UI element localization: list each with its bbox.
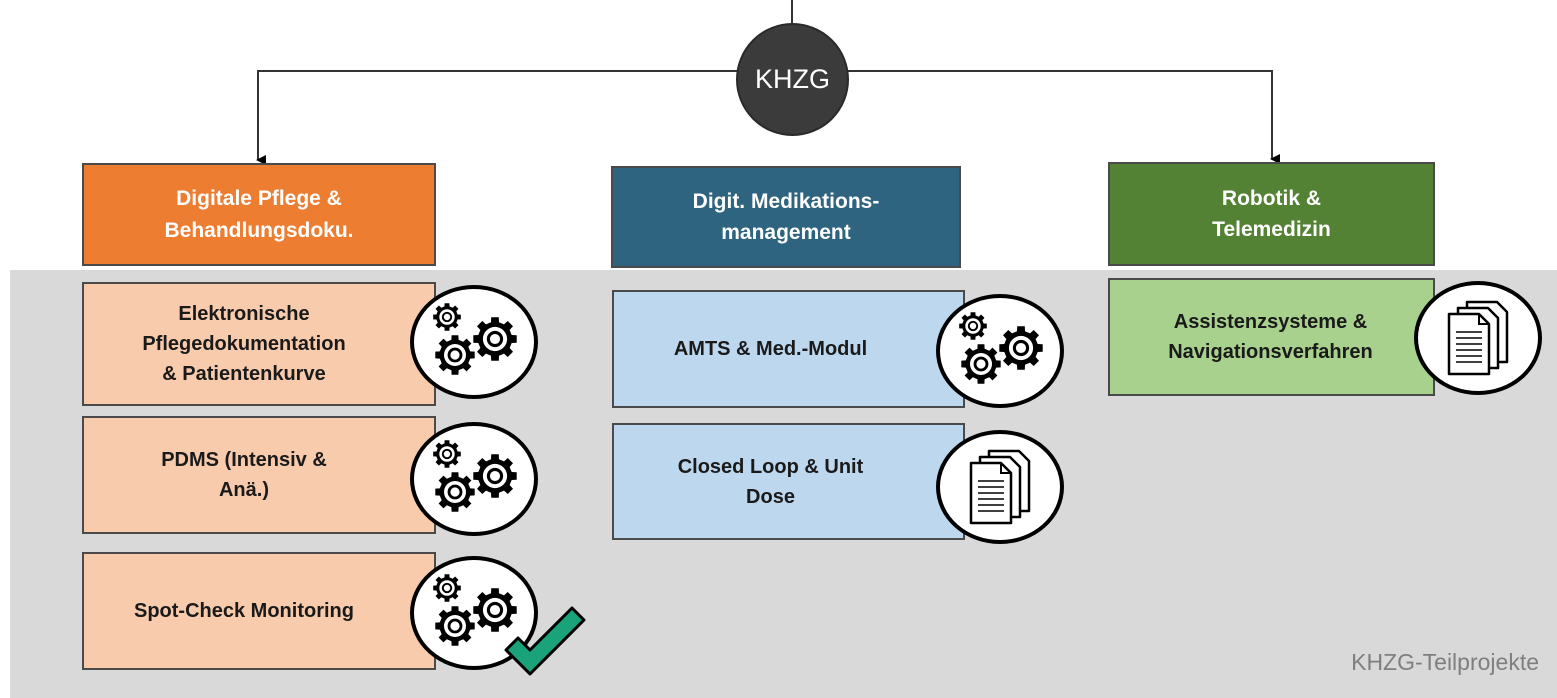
subproject-pdms-line-1: PDMS (Intensiv & — [161, 449, 327, 471]
subproject-closed-line-2: Dose — [746, 485, 795, 508]
gear-shape — [433, 574, 461, 602]
subproject-elek-line-2: Pflegedokumentation — [142, 333, 346, 355]
subproject-pdms-line-2: Anä.) — [218, 479, 269, 501]
subproject-closed-loop-unit-dose: Closed Loop & Unit Dose — [612, 423, 965, 540]
category-robotik-line-1: Robotik & — [1221, 186, 1322, 210]
subproject-spot-check-monitoring: Spot-Check Monitoring — [82, 552, 436, 670]
gear-shape — [473, 454, 517, 498]
category-pflege-line-2: Behandlungsdoku. — [164, 218, 354, 242]
subproject-spot-line-1: Spot-Check Monitoring — [134, 600, 354, 622]
gear-shape — [473, 588, 517, 632]
subproject-assist-line-1: Assistenzsysteme & — [1173, 311, 1368, 333]
gears-icon — [410, 422, 538, 536]
gear-shape — [959, 312, 987, 340]
gear-shape — [999, 326, 1043, 370]
gears-icon — [410, 556, 538, 670]
gear-shape — [435, 335, 475, 375]
gears-icon — [936, 294, 1064, 408]
check-icon — [504, 606, 586, 676]
category-robotik-line-2: Telemedizin — [1212, 218, 1331, 241]
right-connector — [848, 70, 1280, 164]
gear-shape — [961, 344, 1001, 384]
category-medikation-line-2: management — [721, 221, 851, 244]
root-label: KHZG — [754, 64, 830, 94]
subproject-elek-line-3: & Patientenkurve — [162, 363, 326, 385]
subproject-closed-line-1: Closed Loop & Unit — [677, 455, 864, 478]
subproject-amts-med-modul: AMTS & Med.-Modul — [612, 290, 965, 408]
khzg-root-node: KHZG — [736, 23, 849, 136]
gear-shape — [435, 472, 475, 512]
subproject-pdms: PDMS (Intensiv & Anä.) — [82, 416, 436, 534]
gear-shape — [435, 606, 475, 646]
subproject-amts-line-1: AMTS & Med.-Modul — [673, 338, 868, 360]
subproject-assistenzsysteme: Assistenzsysteme & Navigationsverfahren — [1108, 278, 1435, 396]
gear-shape — [473, 317, 517, 361]
subproject-elek-line-1: Elektronische — [178, 303, 310, 325]
category-pflege: Digitale Pflege & Behandlungsdoku. — [82, 163, 436, 266]
left-connector — [256, 70, 737, 165]
gears-icon — [410, 285, 538, 399]
panel-caption: KHZG-Teilprojekte — [1351, 649, 1539, 675]
document-sheet — [969, 461, 1013, 525]
category-robotik: Robotik & Telemedizin — [1108, 162, 1435, 266]
category-medikation-line-1: Digit. Medikations- — [692, 189, 880, 213]
gear-shape — [433, 303, 461, 331]
subproject-assist-line-2: Navigationsverfahren — [1168, 341, 1373, 363]
category-pflege-line-1: Digitale Pflege & — [176, 187, 342, 210]
gear-shape — [433, 440, 461, 468]
subproject-elektronische-pflegedokumentation: Elektronische Pflegedokumentation & Pati… — [82, 282, 436, 406]
documents-icon — [936, 430, 1064, 544]
document-sheet — [1447, 312, 1491, 376]
documents-icon — [1414, 281, 1542, 395]
category-medikation: Digit. Medikations- management — [611, 166, 961, 268]
